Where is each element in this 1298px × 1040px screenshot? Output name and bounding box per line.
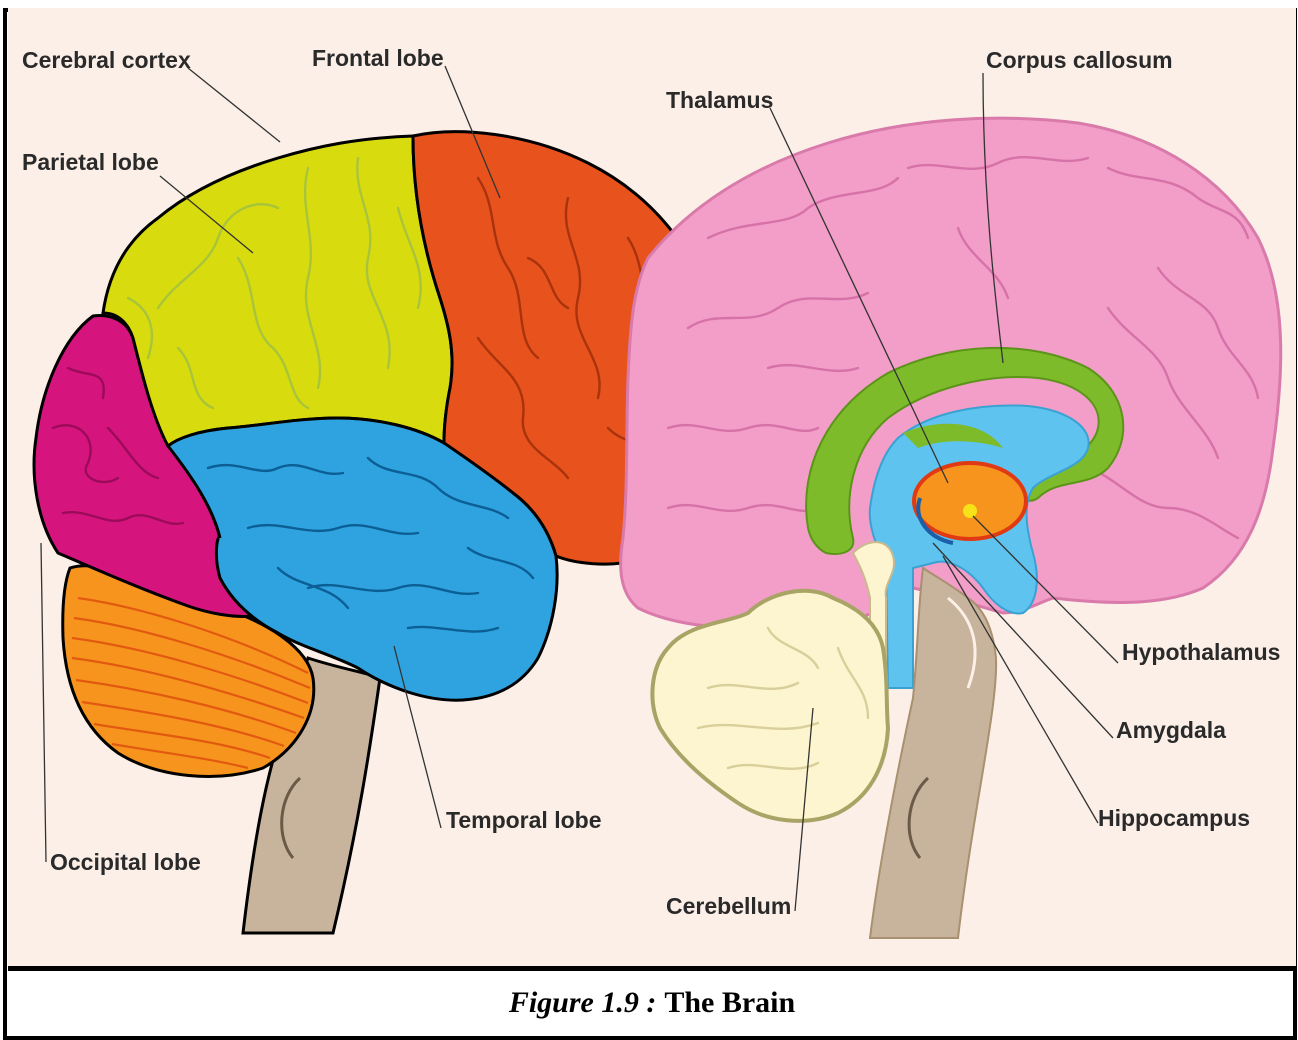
label-temporal-lobe: Temporal lobe (446, 807, 602, 833)
parietal-lobe-region (103, 136, 452, 446)
label-cerebral-cortex: Cerebral cortex (22, 47, 191, 73)
figure-panel: Cerebral cortex Frontal lobe Parietal lo… (8, 8, 1296, 971)
leader-occipital-lobe (41, 543, 46, 862)
label-frontal-lobe: Frontal lobe (312, 45, 444, 71)
thalamus-region (914, 463, 1026, 539)
label-cerebellum: Cerebellum (666, 893, 791, 919)
caption-number: Figure 1.9 : (509, 986, 657, 1020)
cerebellum-right (652, 591, 888, 821)
hypothalamus-dot (963, 504, 977, 518)
label-parietal-lobe: Parietal lobe (22, 149, 159, 175)
leader-cerebral-cortex (188, 68, 280, 142)
label-occipital-lobe: Occipital lobe (50, 849, 201, 875)
label-thalamus: Thalamus (666, 87, 773, 113)
label-hypothalamus: Hypothalamus (1122, 639, 1280, 665)
label-hippocampus: Hippocampus (1098, 805, 1250, 831)
brain-diagram: Cerebral cortex Frontal lobe Parietal lo… (8, 8, 1296, 966)
label-amygdala: Amygdala (1116, 717, 1226, 743)
caption-title: The Brain (664, 986, 795, 1020)
figure-caption: Figure 1.9 : The Brain (8, 972, 1296, 1034)
label-corpus-callosum: Corpus callosum (986, 47, 1173, 73)
lateral-brain-view (34, 132, 721, 933)
